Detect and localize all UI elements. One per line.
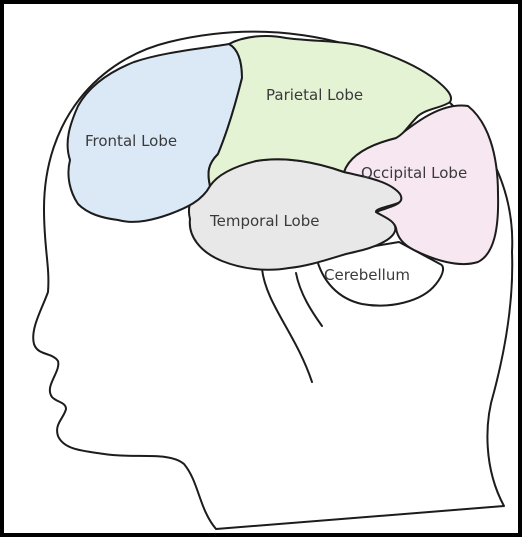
diagram-frame: Frontal Lobe Parietal Lobe Occipital Lob… (4, 4, 518, 533)
brain-lobes-diagram: Frontal Lobe Parietal Lobe Occipital Lob… (4, 4, 518, 533)
brain-stem (262, 269, 312, 382)
frontal-lobe-label: Frontal Lobe (85, 132, 177, 150)
cerebellum-label: Cerebellum (324, 266, 410, 284)
occipital-lobe-label: Occipital Lobe (361, 164, 467, 182)
parietal-lobe-label: Parietal Lobe (266, 86, 363, 104)
temporal-lobe-label: Temporal Lobe (209, 212, 319, 230)
brain-stem (296, 273, 322, 326)
